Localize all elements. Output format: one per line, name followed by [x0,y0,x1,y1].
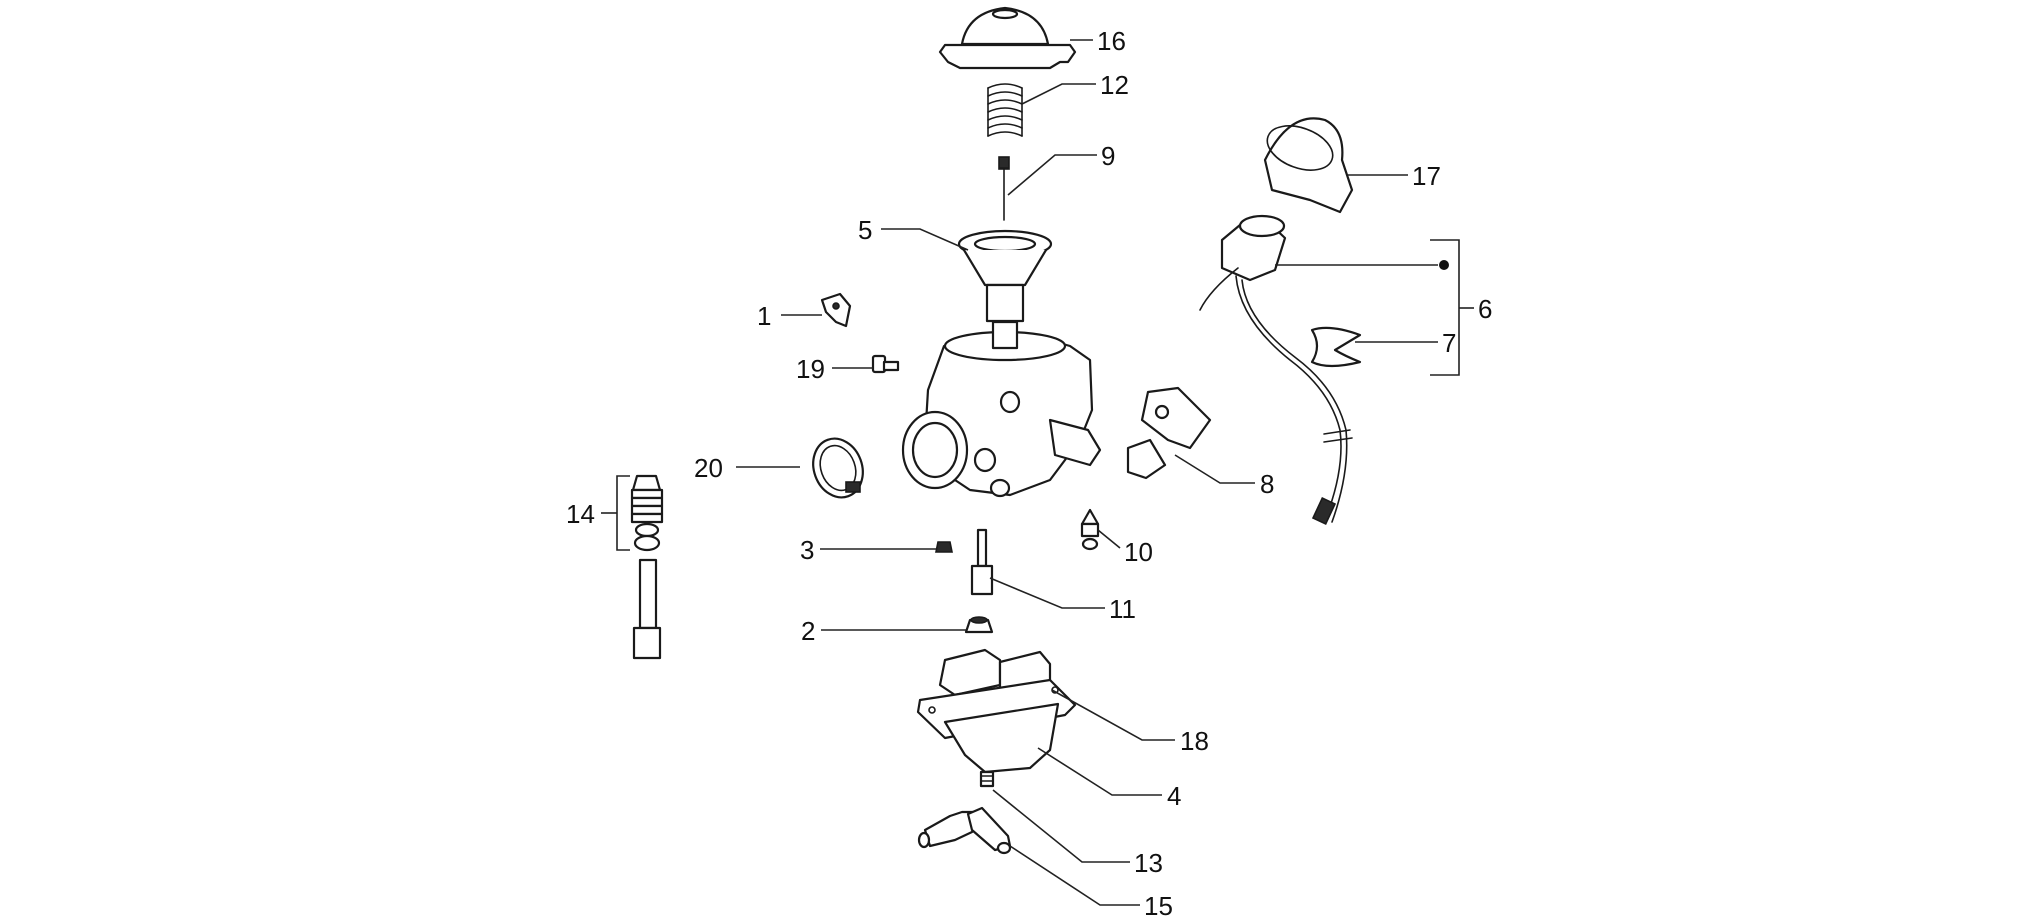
part-17-boot[interactable] [1261,117,1354,214]
part-9-needle[interactable] [998,156,1010,221]
callout-19: 19 [796,354,825,384]
leader-10 [1097,529,1121,549]
leader-4 [1037,747,1162,796]
callout-10: 10 [1124,537,1153,567]
part-7-clip[interactable] [1310,326,1362,368]
part-13-drain-screw[interactable] [979,770,995,788]
part-3-jet[interactable] [935,541,953,553]
callout-labels: 16 12 9 5 17 1 6 19 7 20 8 14 3 10 11 2 … [566,26,1492,920]
callout-17: 17 [1412,161,1441,191]
part-16-cover[interactable] [938,6,1077,70]
carburetor-body[interactable] [901,320,1102,498]
bracket-14 [616,475,630,551]
callout-7: 7 [1442,328,1456,358]
callout-16: 16 [1097,26,1126,56]
callout-6: 6 [1478,294,1492,324]
part-2-nut[interactable] [964,616,994,634]
leader-13 [992,789,1130,863]
callout-5: 5 [858,215,872,245]
part-20-clamp[interactable] [805,432,871,505]
leader-18 [1051,689,1175,741]
part-6-choke-cable[interactable] [1199,214,1353,525]
leader-8 [1174,454,1255,484]
callout-9: 9 [1101,141,1115,171]
leader-11 [989,577,1105,609]
callout-1: 1 [757,301,771,331]
callout-2: 2 [801,616,815,646]
part-1-bracket[interactable] [820,292,852,328]
part-12-spring[interactable] [987,83,1023,137]
part-5-slide[interactable] [957,229,1053,323]
callout-14: 14 [566,499,595,529]
leader-15 [1009,845,1140,906]
part-15-elbow[interactable] [917,806,1012,855]
callout-11: 11 [1109,594,1136,624]
callout-13: 13 [1134,848,1163,878]
leader-5 [881,228,969,251]
callout-4: 4 [1167,781,1181,811]
callout-18: 18 [1180,726,1209,756]
callout-3: 3 [800,535,814,565]
part-10-needle-valve[interactable] [1080,508,1100,551]
part-19-screw[interactable] [871,354,900,374]
callout-20: 20 [694,453,723,483]
leader-6-dot [1439,260,1449,270]
leader-lines [601,39,1474,906]
part-14-plunger[interactable] [630,474,664,660]
callout-15: 15 [1144,891,1173,920]
part-4-float-bowl[interactable] [916,678,1077,774]
part-8-choke[interactable] [1126,386,1212,480]
callout-12: 12 [1100,70,1129,100]
leader-9 [1007,154,1097,196]
leader-12 [1021,83,1096,105]
callout-8: 8 [1260,469,1274,499]
part-11-emulsion-tube[interactable] [970,528,994,596]
